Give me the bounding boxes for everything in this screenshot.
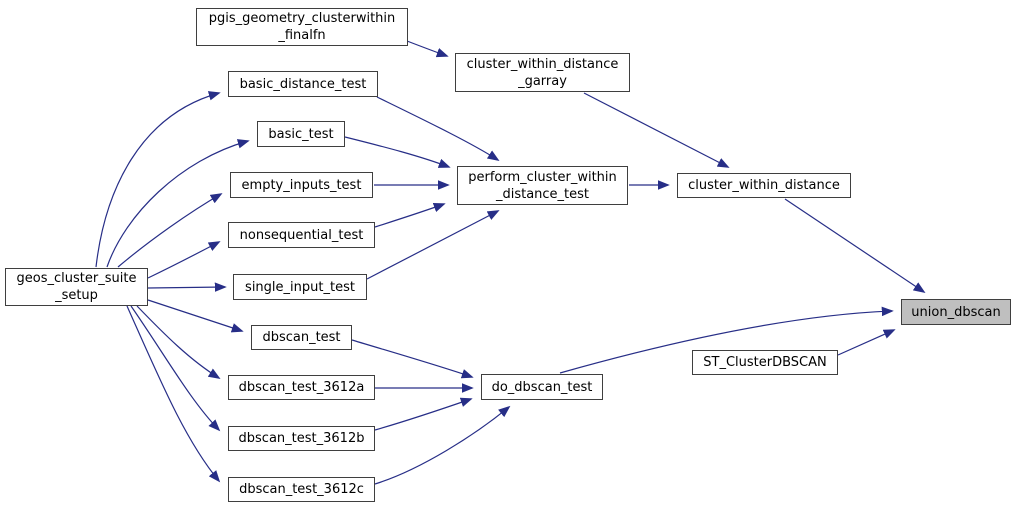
node-st-clusterdbscan[interactable]: ST_ClusterDBSCAN — [692, 350, 838, 375]
edge-cluster-within-distance-to-union-dbscan — [784, 198, 926, 294]
edge-dbscan-test-3612c-to-do-dbscan-test — [374, 405, 511, 485]
node-cluster-within-distance-garray[interactable]: cluster_within_distance _garray — [455, 53, 630, 92]
edge-dbscan-test-to-do-dbscan-test — [351, 339, 474, 379]
edge-do-dbscan-test-to-union-dbscan — [559, 306, 894, 374]
node-nonsequential-test[interactable]: nonsequential_test — [228, 222, 375, 248]
node-perform-cluster-within-distance-test[interactable]: perform_cluster_within _distance_test — [457, 166, 628, 205]
node-dbscan-test-3612b[interactable]: dbscan_test_3612b — [228, 426, 375, 451]
edge-st-clusterdbscan-to-union-dbscan — [837, 329, 896, 356]
node-dbscan-test-3612c[interactable]: dbscan_test_3612c — [228, 477, 375, 502]
edge-geos-setup-to-dbscan-test-3612c — [126, 305, 221, 483]
edge-geos-setup-to-basic-test — [106, 139, 250, 268]
edge-single-input-test-to-perform — [366, 210, 500, 280]
edge-dbscan-test-3612b-to-do-dbscan-test — [374, 397, 473, 431]
node-union-dbscan[interactable]: union_dbscan — [901, 299, 1011, 325]
edge-geos-setup-to-single-input-test — [147, 282, 227, 292]
node-single-input-test[interactable]: single_input_test — [233, 274, 367, 300]
node-pgis-geometry-clusterwithin-finalfn[interactable]: pgis_geometry_clusterwithin _finalfn — [196, 8, 408, 46]
edge-garray-to-cluster-within-distance — [583, 92, 730, 168]
edge-nonsequential-test-to-perform — [374, 203, 446, 228]
edge-geos-setup-to-dbscan-test — [147, 299, 244, 333]
edge-pgis-finalfn-to-garray — [406, 40, 449, 58]
node-empty-inputs-test[interactable]: empty_inputs_test — [230, 172, 373, 198]
node-basic-test[interactable]: basic_test — [257, 121, 345, 147]
node-do-dbscan-test[interactable]: do_dbscan_test — [481, 374, 603, 400]
edge-geos-setup-to-basic-distance-test — [95, 91, 221, 268]
node-dbscan-test-3612a[interactable]: dbscan_test_3612a — [228, 375, 375, 400]
node-basic-distance-test[interactable]: basic_distance_test — [228, 71, 378, 97]
node-cluster-within-distance[interactable]: cluster_within_distance — [677, 173, 851, 198]
node-dbscan-test[interactable]: dbscan_test — [251, 325, 352, 350]
node-geos-cluster-suite-setup[interactable]: geos_cluster_suite _setup — [5, 268, 148, 306]
edge-basic-test-to-perform — [344, 136, 451, 168]
edge-basic-distance-test-to-perform — [376, 96, 500, 161]
edge-geos-setup-to-dbscan-test-3612b — [130, 305, 221, 432]
edge-geos-setup-to-dbscan-test-3612a — [136, 305, 221, 379]
edge-geos-setup-to-nonsequential-test — [147, 241, 221, 279]
edge-geos-setup-to-empty-inputs-test — [117, 193, 223, 268]
